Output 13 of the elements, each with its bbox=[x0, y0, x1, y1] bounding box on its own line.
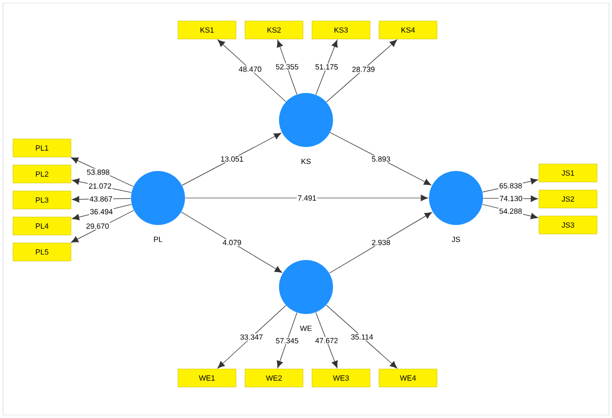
arrow bbox=[316, 40, 338, 95]
arrow bbox=[276, 40, 298, 95]
arrow bbox=[218, 40, 286, 102]
arrow bbox=[218, 305, 286, 368]
arrow bbox=[184, 194, 428, 202]
arrow bbox=[276, 312, 298, 368]
arrow bbox=[329, 212, 432, 274]
arrow bbox=[315, 312, 338, 368]
arrow bbox=[326, 304, 398, 368]
arrow bbox=[181, 212, 282, 273]
arrow bbox=[330, 132, 432, 186]
arrow bbox=[326, 40, 398, 102]
arrow bbox=[182, 132, 282, 186]
